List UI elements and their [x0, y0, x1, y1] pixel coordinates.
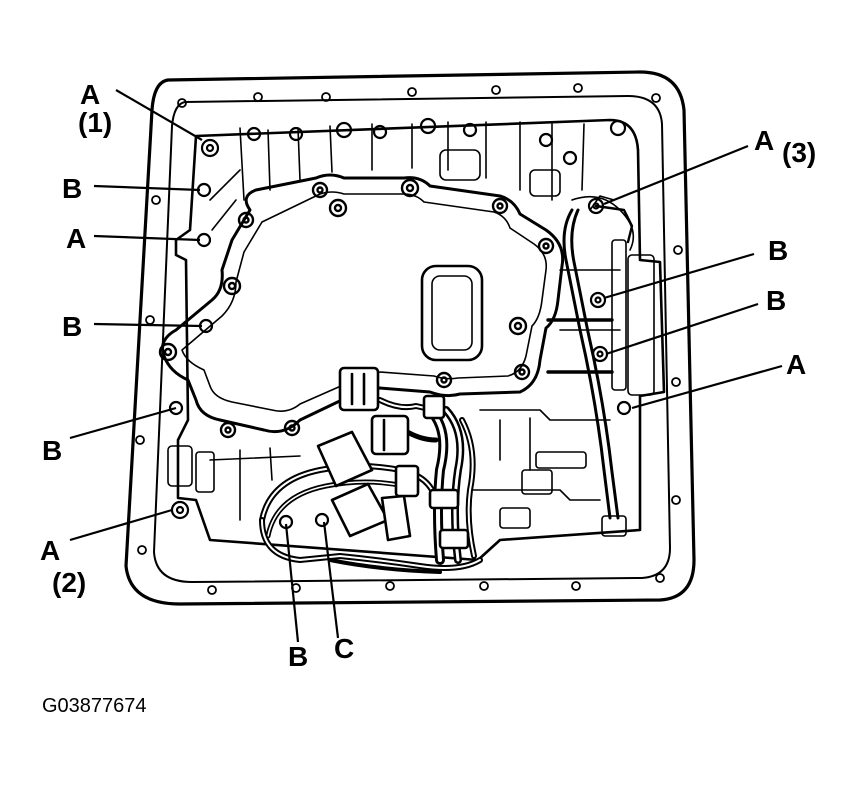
label-b-left-3: B: [42, 435, 62, 466]
label-b-left-1: B: [62, 173, 82, 204]
label-a2-letter: A: [40, 535, 60, 566]
label-b-right-1: B: [768, 235, 788, 266]
strainer-inlet-inner: [431, 275, 473, 351]
label-c-bottom: C: [334, 633, 354, 664]
pan-inner-lip: [153, 95, 671, 583]
harness-connectors: [316, 366, 470, 550]
label-a3-number: (3): [782, 137, 816, 168]
label-b-right-2: B: [766, 285, 786, 316]
label-b-bottom: B: [288, 641, 308, 672]
figure-code: G03877674: [42, 695, 147, 717]
pan-outer-flange: [124, 70, 696, 606]
leader-lines: [69, 89, 783, 643]
label-a-left: A: [66, 223, 86, 254]
label-b-left-2: B: [62, 311, 82, 342]
strainer-inlet: [420, 264, 484, 362]
filter-gasket-bolts: [158, 178, 555, 439]
filter-gasket-outer: [161, 173, 565, 434]
filter-gasket-inner: [181, 191, 548, 412]
label-a2-number: (2): [52, 567, 86, 598]
label-a-right: A: [786, 349, 806, 380]
pan-bolt-holes: [135, 83, 683, 595]
label-a1-letter: A: [80, 79, 100, 110]
label-a1-number: (1): [78, 107, 112, 138]
label-a3-letter: A: [754, 125, 774, 156]
